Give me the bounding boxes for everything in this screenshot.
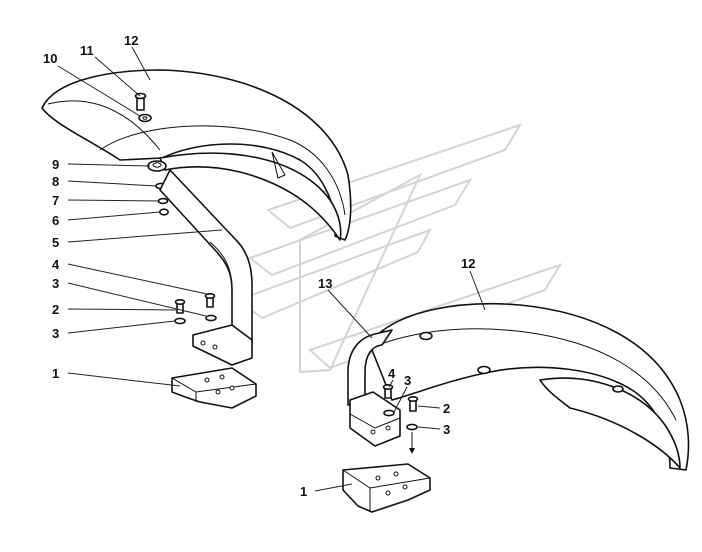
callout-p8: 8 <box>52 174 59 189</box>
right-bracket <box>347 329 401 447</box>
watermark-logo <box>235 123 563 374</box>
callout-p12-right: 12 <box>461 256 475 271</box>
callout-p3b-left: 3 <box>52 326 59 341</box>
callout-p11: 11 <box>80 43 94 58</box>
callout-p10: 10 <box>43 51 57 66</box>
right-plate-bolt <box>406 395 419 454</box>
callout-p3a-left: 3 <box>52 276 59 291</box>
callout-p13: 13 <box>318 276 332 291</box>
right-bracket-bolt <box>382 383 395 417</box>
callout-p3b-right: 3 <box>443 422 450 437</box>
left-fender-assembly <box>41 69 352 409</box>
left-top-bolt <box>134 92 152 123</box>
callout-p1-right: 1 <box>300 484 307 499</box>
grommet <box>147 160 167 172</box>
left-mounting-plate <box>171 367 257 409</box>
callout-p4-right: 4 <box>388 366 396 381</box>
right-fender <box>371 302 690 471</box>
callout-labels: 10 11 12 9 8 7 6 5 4 3 2 3 1 12 13 4 3 2… <box>43 33 475 499</box>
right-mounting-plate <box>342 463 431 513</box>
leader-lines <box>57 46 486 492</box>
left-bracket <box>159 169 253 366</box>
right-fender-assembly <box>342 302 690 513</box>
callout-p2-right: 2 <box>443 401 450 416</box>
callout-p4-left-label: 4 <box>52 257 60 272</box>
callout-p12-left: 12 <box>124 33 138 48</box>
left-fender <box>41 69 352 241</box>
callout-p2-left: 2 <box>52 302 59 317</box>
callout-p1-left: 1 <box>52 366 59 381</box>
callout-p5: 5 <box>52 235 59 250</box>
left-plate-bolt <box>174 298 186 325</box>
callout-p9: 9 <box>52 157 59 172</box>
callout-p3a-right: 3 <box>404 373 411 388</box>
callout-p7: 7 <box>52 193 59 208</box>
callout-p6: 6 <box>52 213 59 228</box>
left-bracket-bolt <box>204 292 217 322</box>
